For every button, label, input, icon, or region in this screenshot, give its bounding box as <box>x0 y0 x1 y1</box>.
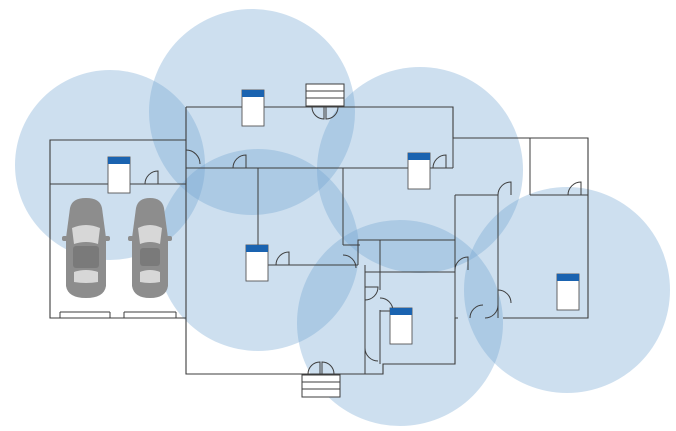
door-garage-inner <box>144 170 159 185</box>
access-point-icon <box>241 89 265 127</box>
car-icon <box>128 198 172 298</box>
front-entrance <box>305 83 345 120</box>
door-hall-2 <box>342 254 357 269</box>
door-room-center <box>275 251 290 266</box>
door-bedroom-b <box>497 289 512 304</box>
door-garage-house <box>185 149 201 165</box>
rear-door-left <box>307 361 321 375</box>
door-bedroom-hall <box>454 256 469 271</box>
door-bath <box>364 286 379 301</box>
door-exterior-right <box>469 304 484 319</box>
access-point-icon <box>407 152 431 190</box>
door-kitchen <box>432 154 447 169</box>
door-bedroom-a <box>497 181 512 196</box>
access-point-icon <box>389 307 413 345</box>
access-point-icon <box>556 273 580 311</box>
front-door-right <box>325 106 339 120</box>
access-point-icon <box>245 244 269 282</box>
interior-wall-hall <box>357 239 455 265</box>
front-steps <box>305 83 345 107</box>
front-door-left <box>311 106 325 120</box>
house-wall-left <box>185 107 365 375</box>
door-hall <box>232 154 247 169</box>
rear-steps <box>301 374 341 398</box>
door-utility <box>364 347 379 362</box>
door-closet <box>567 181 582 196</box>
rear-door-right <box>321 361 335 375</box>
house-wall-top-right <box>186 106 589 319</box>
rear-entrance <box>301 361 341 398</box>
car-icon <box>62 198 110 298</box>
access-point-icon <box>107 156 131 194</box>
garage-wall <box>49 139 186 319</box>
door-exterior-right-2 <box>484 304 499 319</box>
